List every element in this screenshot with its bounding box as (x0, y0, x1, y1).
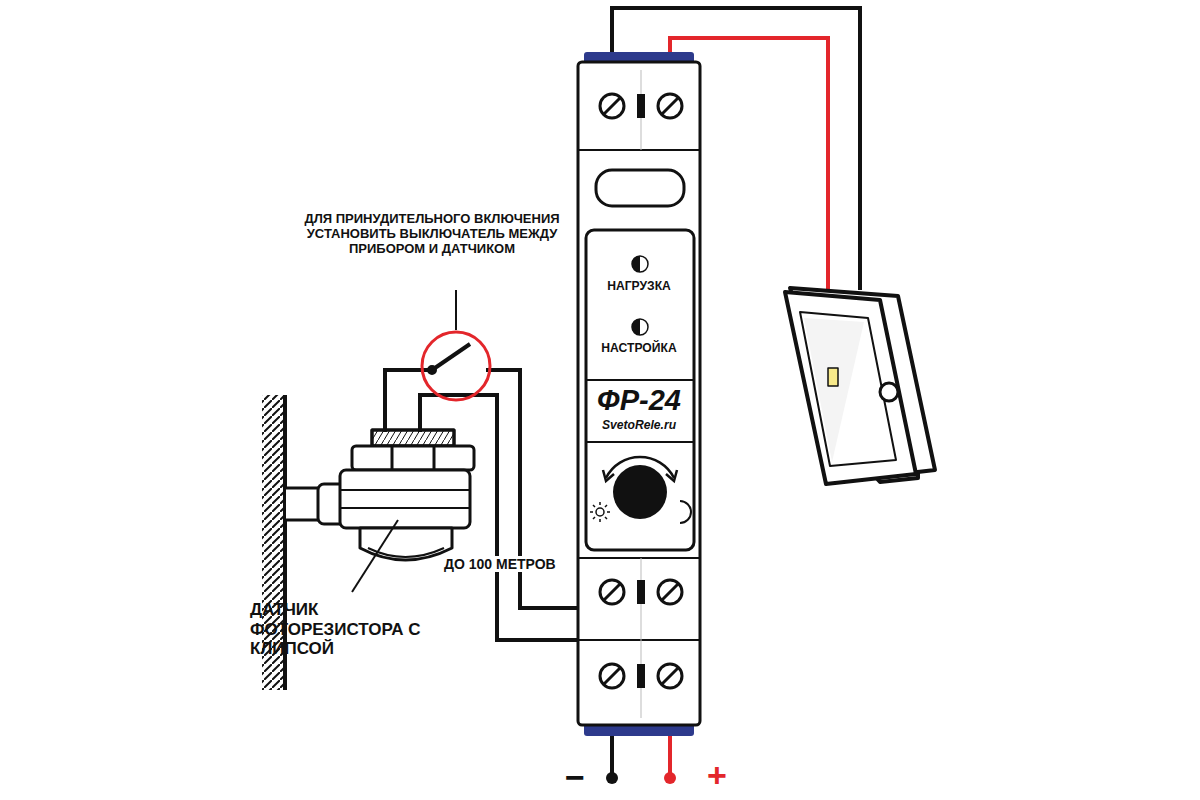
photoresistor-sensor (352, 446, 474, 470)
photoresistor-sensor (433, 446, 436, 470)
polarity-sign: + (700, 756, 734, 795)
sensor-label: ДАТЧИК ФОТОРЕЗИСТОРА С КЛИПСОЙ (250, 600, 450, 659)
terminal-dot (664, 772, 676, 784)
sensor-clip (286, 488, 320, 520)
terminal-screw (604, 98, 620, 114)
switch-blade (432, 344, 470, 370)
din-relay-body (586, 379, 694, 381)
terminal-screw (658, 580, 682, 604)
floodlight (785, 292, 916, 484)
sensor-wires (385, 370, 428, 432)
terminal-screw (662, 98, 678, 114)
leader-line (352, 520, 398, 592)
terminal-screw (637, 580, 645, 604)
terminal-screw (662, 584, 678, 600)
terminal-screw (600, 664, 624, 688)
terminal-screw (604, 584, 620, 600)
terminal-screw (662, 668, 678, 684)
floodlight (804, 318, 864, 462)
terminal-screw (637, 664, 645, 688)
terminal-screw (600, 94, 624, 118)
indicator-label: НАСТРОЙКА (578, 342, 700, 356)
adjust-knob (666, 470, 677, 481)
note-text: ДЛЯ ПРИНУДИТЕЛЬНОГО ВКЛЮЧЕНИЯ УСТАНОВИТЬ… (282, 212, 582, 257)
indicator-led (632, 319, 640, 335)
terminal-screw (637, 94, 645, 118)
photoresistor-sensor (286, 430, 474, 560)
polarity-sign: − (560, 758, 590, 797)
photoresistor-sensor (360, 528, 452, 560)
adjust-knob (603, 470, 614, 481)
photoresistor-sensor (372, 430, 454, 446)
photoresistor-sensor (340, 489, 470, 491)
indicator-led (632, 256, 640, 272)
sun-symbol (596, 508, 604, 516)
website-label: SvetoRele.ru (578, 419, 700, 433)
photo-relay-device: НАГРУЗКА НАСТРОЙКА ФР-24SvetoRele.ru (578, 62, 700, 725)
led-chip (828, 368, 838, 386)
terminal-screw (658, 664, 682, 688)
adjust-knob (613, 465, 667, 519)
indicator-label: НАГРУЗКА (578, 280, 700, 294)
din-relay-body (578, 149, 700, 151)
model-name: ФР-24 (578, 384, 700, 417)
photoresistor-sensor (340, 507, 470, 509)
sensor-wires (429, 367, 435, 373)
indicator-led (632, 256, 648, 335)
terminal-screw (658, 94, 682, 118)
din-relay-body (578, 62, 700, 725)
distance-label: ДО 100 МЕТРОВ (442, 556, 558, 572)
photoresistor-sensor (340, 470, 470, 528)
sun-symbol (590, 502, 610, 522)
terminal-screw (604, 668, 620, 684)
indicator-led (632, 319, 648, 335)
photoresistor-sensor (391, 446, 394, 470)
din-relay-body (578, 639, 700, 641)
leader-line (455, 290, 457, 330)
terminal-dot (606, 772, 618, 784)
sun-symbol (590, 502, 610, 522)
adjust-knob (606, 457, 674, 478)
label-window (596, 170, 684, 206)
switch-highlight (422, 332, 490, 400)
indicator-led (632, 256, 648, 272)
moon-symbol (680, 501, 691, 523)
din-relay-body (578, 557, 700, 559)
terminal-screw (600, 580, 624, 604)
din-relay-body (586, 441, 694, 443)
floodlight (785, 288, 935, 484)
adjust-knob (590, 457, 691, 523)
photoresistor-sensor (372, 430, 454, 446)
stand-bolt (880, 383, 898, 401)
din-relay-body (578, 52, 700, 736)
